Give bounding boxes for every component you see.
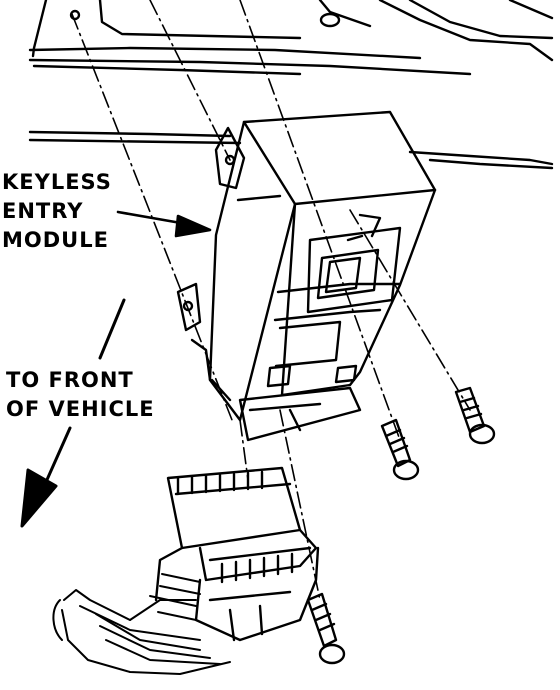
lower-mounting-tab: [176, 282, 202, 332]
label-line: ENTRY: [2, 199, 84, 223]
harness-connector: [154, 466, 320, 642]
wire-bundle: [52, 573, 231, 675]
screw-lower: [306, 592, 346, 665]
upper-mounting-tab: [214, 126, 246, 190]
screw-right: [454, 386, 496, 445]
label-line: KEYLESS: [2, 170, 112, 194]
label-line: OF VEHICLE: [6, 397, 155, 421]
label-line: MODULE: [2, 228, 109, 252]
module-pointer-arrow: [116, 210, 212, 238]
keyless-entry-module-label: KEYLESS ENTRY MODULE: [2, 168, 112, 255]
screw-middle: [380, 418, 420, 481]
front-direction-arrow: [20, 298, 126, 528]
label-line: TO FRONT: [6, 368, 134, 392]
keyless-entry-module: [176, 110, 437, 442]
dash-panel: [28, 0, 554, 170]
to-front-of-vehicle-label: TO FRONT OF VEHICLE: [6, 366, 155, 424]
